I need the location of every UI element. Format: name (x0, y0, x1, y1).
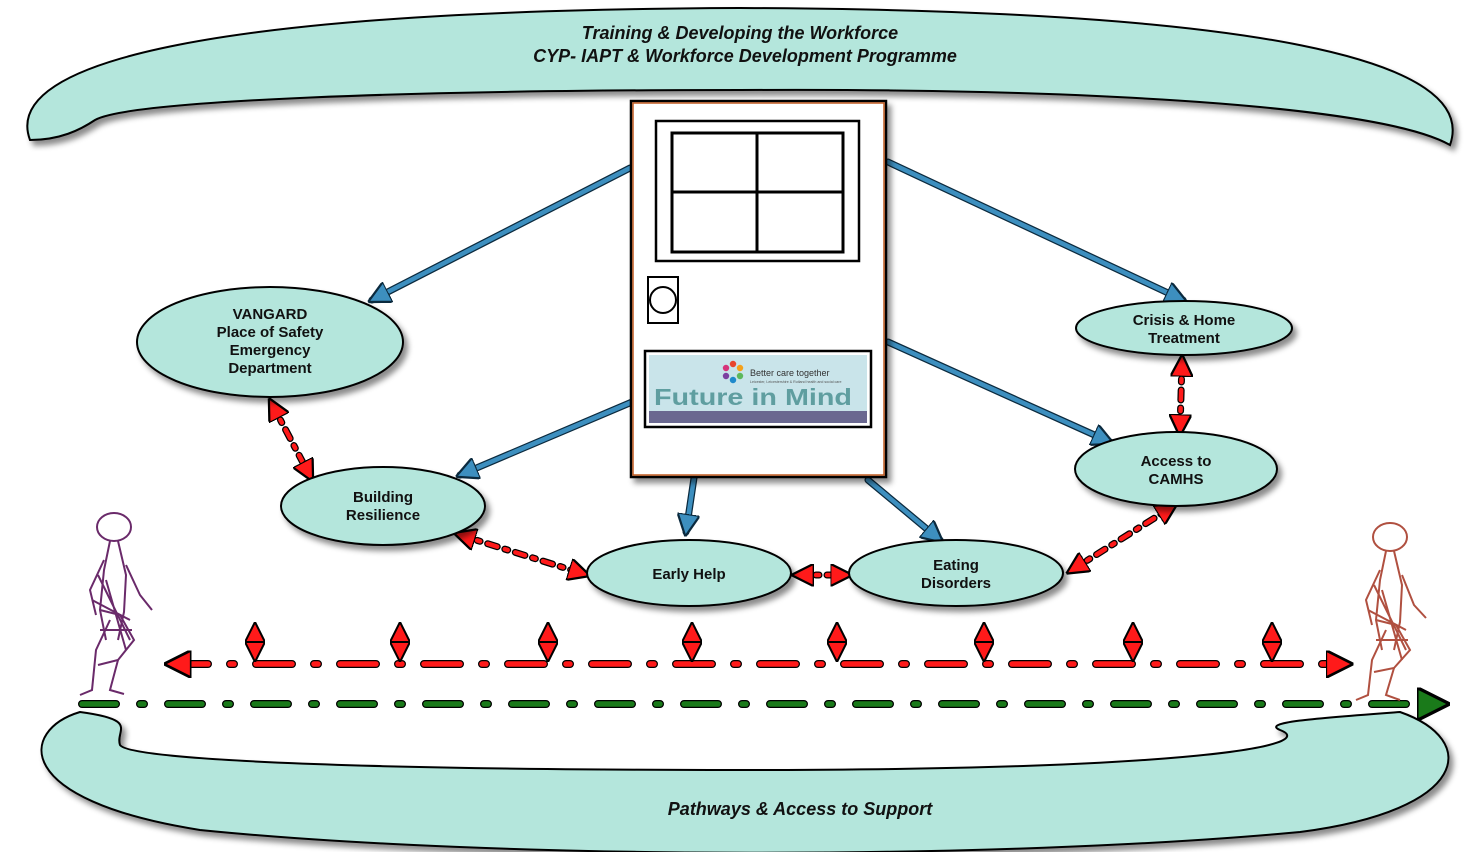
node-eating-disorders: Eating Disorders (848, 539, 1064, 607)
node-building-line2: Resilience (346, 507, 420, 524)
arrow-to-access (885, 339, 1110, 442)
logo-tagline: Better care together (750, 368, 830, 378)
red-pathway-ticks (255, 628, 1272, 656)
node-vangard: VANGARD Place of Safety Emergency Depart… (136, 286, 404, 398)
node-vangard-line2: Place of Safety (217, 324, 324, 341)
node-links (272, 361, 1182, 575)
node-access-line1: Access to (1141, 453, 1212, 470)
arrow-to-eating (865, 477, 940, 540)
pathways-label: Pathways & Access to Support (668, 799, 933, 819)
node-building-line1: Building (353, 489, 413, 506)
arrow-to-building (460, 399, 635, 475)
workforce-title-line1: Training & Developing the Workforce (582, 23, 898, 43)
arrow-to-vangard (372, 165, 633, 300)
arrow-to-crisis (885, 159, 1183, 300)
node-eating-line1: Eating (933, 557, 979, 574)
logo-subline: Leicester, Leicestershire & Rutland heal… (750, 380, 842, 384)
flower-icon (722, 360, 744, 384)
node-crisis-line2: Treatment (1148, 330, 1220, 347)
workforce-band: Training & Developing the Workforce CYP-… (26, 6, 1454, 147)
node-eating-line2: Disorders (921, 575, 991, 592)
node-early-help-label: Early Help (652, 566, 725, 583)
node-early-help: Early Help (586, 539, 792, 607)
link-vangard-building (272, 404, 310, 476)
node-vangard-line4: Department (228, 360, 311, 377)
node-access-camhs: Access to CAMHS (1074, 431, 1278, 507)
door-knob (649, 286, 677, 314)
walking-figure-left-icon (79, 512, 153, 696)
walking-figure-right-icon (1355, 522, 1427, 701)
node-vangard-line3: Emergency (230, 342, 312, 359)
red-pathway (172, 628, 1345, 664)
pathways-band: Pathways & Access to Support (40, 710, 1450, 852)
logo-title: Future in Mind (654, 384, 852, 410)
future-in-mind-logo: Better care together Leicester, Leiceste… (643, 349, 873, 429)
link-crisis-access (1180, 361, 1182, 430)
arrow-to-early-help (686, 475, 694, 532)
workforce-title-line2: CYP- IAPT & Workforce Development Progra… (533, 46, 957, 66)
node-crisis-line1: Crisis & Home (1133, 312, 1236, 329)
link-eating-access (1072, 507, 1172, 570)
door-arrows (372, 158, 1183, 540)
node-vangard-line1: VANGARD (233, 306, 308, 323)
node-crisis: Crisis & Home Treatment (1075, 300, 1293, 356)
node-building-resilience: Building Resilience (280, 466, 486, 546)
link-building-early-help (460, 535, 584, 574)
node-access-line2: CAMHS (1149, 471, 1204, 488)
